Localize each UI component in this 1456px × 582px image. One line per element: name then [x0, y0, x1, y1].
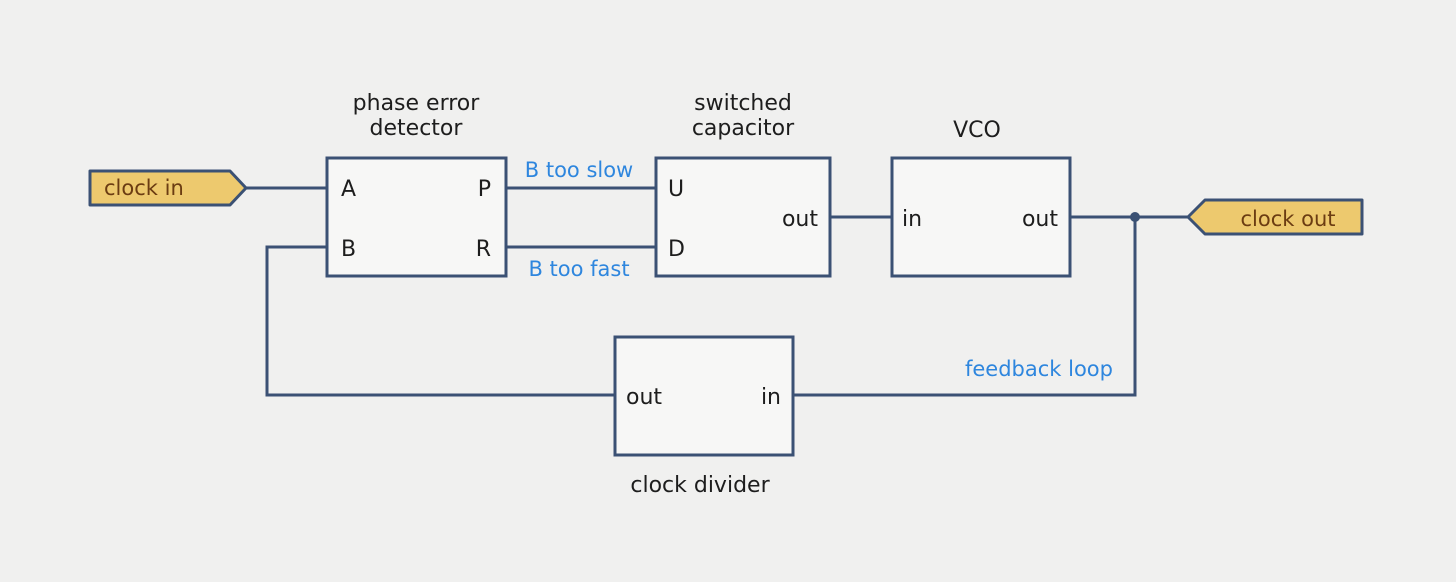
port-p-label: P: [478, 177, 491, 202]
vco-box: [890, 156, 1072, 278]
switched-capacitor-box: [654, 156, 832, 278]
port-d-label: D: [668, 237, 685, 262]
vco-in-label: in: [902, 207, 922, 232]
switched-capacitor-title-line2: capacitor: [692, 116, 795, 141]
switched-capacitor-title-line1: switched: [694, 91, 792, 116]
phase-detector-title-line1: phase error: [353, 91, 481, 116]
b-too-fast-label: B too fast: [528, 257, 629, 281]
clock-in-tag-shape: [88, 169, 248, 207]
clock-divider-block: out in clock divider: [613, 335, 795, 498]
phase-detector-title-line2: detector: [370, 116, 464, 141]
clock-out-label: clock out: [1240, 207, 1335, 231]
clock-in-tag: clock in: [88, 169, 248, 207]
wire-feedback-to-divider-in: [791, 215, 1137, 397]
port-a-label: A: [341, 177, 356, 202]
clock-out-tag: clock out: [1186, 198, 1364, 236]
phase-detector-box: [325, 156, 508, 278]
switched-capacitor-block: switched capacitor U D out: [654, 91, 832, 278]
phase-error-detector-block: phase error detector A B P R: [325, 91, 508, 278]
vco-block: VCO in out: [890, 118, 1072, 278]
feedback-loop-label: feedback loop: [965, 357, 1113, 381]
wire-divider-out-to-b: [265, 245, 617, 397]
signal-annotations: B too slow B too fast feedback loop: [525, 158, 1113, 381]
vco-title: VCO: [953, 118, 1001, 143]
junction-dot: [1130, 212, 1140, 222]
wires: [244, 186, 1190, 397]
clock-divider-in-label: in: [761, 385, 781, 410]
clock-divider-title: clock divider: [630, 473, 770, 498]
port-u-label: U: [668, 177, 684, 202]
port-r-label: R: [476, 237, 491, 262]
b-too-slow-label: B too slow: [525, 158, 634, 182]
switched-capacitor-out-label: out: [782, 207, 818, 232]
vco-out-label: out: [1022, 207, 1058, 232]
port-b-label: B: [341, 237, 356, 262]
clock-out-tag-shape: [1186, 198, 1364, 236]
clock-divider-box: [613, 335, 795, 457]
clock-in-label: clock in: [104, 176, 184, 200]
clock-divider-out-label: out: [626, 385, 662, 410]
